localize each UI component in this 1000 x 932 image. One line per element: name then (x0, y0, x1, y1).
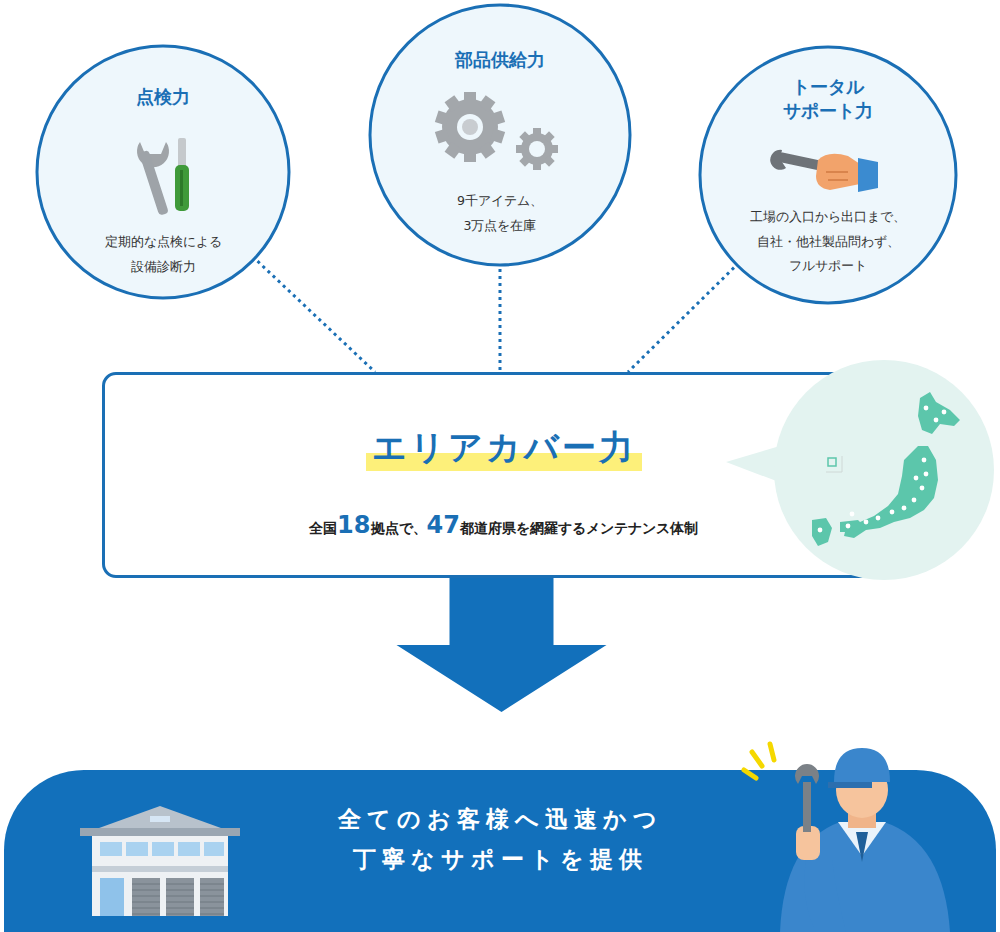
box-body: 全国18拠点で、47都道府県を網羅するメンテナンス体制 (105, 511, 902, 539)
circle-body: 定期的な点検による 設備診断力 (35, 230, 291, 279)
dotted-connector (628, 268, 734, 372)
coverage-box: エリアカバー力全国18拠点で、47都道府県を網羅するメンテナンス体制 (102, 372, 905, 578)
flow-arrow (397, 578, 607, 712)
dotted-connector (499, 269, 502, 372)
conclusion-band: 全てのお客様へ迅速かつ 丁寧なサポートを提供 (4, 770, 996, 932)
band-text: 全てのお客様へ迅速かつ 丁寧なサポートを提供 (4, 800, 996, 880)
circle-title: 点検力 (35, 85, 291, 109)
box-title: エリアカバー力 (366, 425, 642, 471)
capability-circle: トータル サポート力工場の入口から出口まで、 自社・他社製品問わず、 フルサポー… (698, 45, 958, 305)
circle-body: 工場の入口から出口まで、 自社・他社製品問わず、 フルサポート (698, 205, 958, 279)
circle-body: 9千アイテム、 3万点を在庫 (368, 189, 632, 238)
dotted-connector (258, 261, 375, 372)
circle-title: トータル サポート力 (698, 75, 958, 124)
capability-circle: 部品供給力 9千アイテム、 3万点を在庫 (368, 3, 632, 267)
capability-circle: 点検力定期的な点検による 設備診断力 (35, 44, 291, 300)
circle-title: 部品供給力 (368, 48, 632, 72)
